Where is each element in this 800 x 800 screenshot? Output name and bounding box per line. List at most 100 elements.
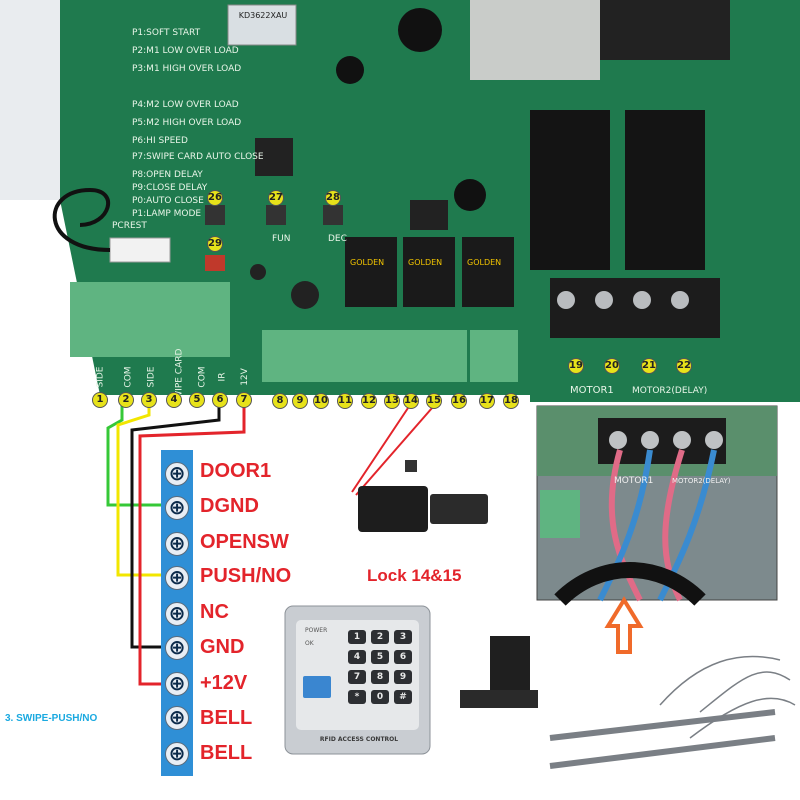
board-menu-item: PCREST (112, 221, 147, 231)
terminal-label-opensw: OPENSW (200, 531, 289, 553)
board-menu-item: P4:M2 LOW OVER LOAD (132, 100, 239, 110)
terminal-block-right (470, 330, 518, 382)
arrow-up-icon (604, 596, 644, 654)
microcontroller-chip (255, 138, 293, 176)
terminal-number: 8 (272, 393, 288, 409)
keypad-key: 6 (394, 650, 412, 664)
wires (106, 400, 433, 686)
keypad-footer: RFID ACCESS CONTROL (319, 736, 399, 743)
relay-brand-3: GOLDEN (467, 258, 502, 267)
red-wire (138, 400, 246, 686)
photo-motor2-label: MOTOR2(DELAY) (672, 477, 731, 485)
board-menu-item: P7:SWIPE CARD AUTO CLOSE (132, 152, 264, 162)
button-29[interactable] (205, 255, 225, 271)
terminal-number: 16 (451, 393, 467, 409)
red-lock-wire-1 (351, 407, 409, 493)
left-block-label: SIDE (95, 366, 106, 388)
terminal-screw-icon: ⊕ (165, 602, 189, 626)
yellow-wire (116, 400, 176, 577)
terminal-screw-icon: ⊕ (165, 532, 189, 556)
left-block-label: SIDE (146, 366, 157, 388)
motor1-label: MOTOR1 (570, 385, 614, 396)
terminal-number: 1 (92, 392, 108, 408)
left-block-label: IR (217, 372, 228, 382)
button-number: 26 (207, 190, 223, 206)
board-menu-item: P1:SOFT START (132, 28, 201, 38)
motor2-label: MOTOR2(DELAY) (632, 386, 708, 396)
keypad-indicator-power: POWER (305, 627, 328, 634)
motor-terminal-number: 19 (568, 358, 584, 374)
terminal-number: 18 (503, 393, 519, 409)
terminal-number: 14 (403, 393, 419, 409)
keypad-key: 5 (371, 650, 389, 664)
left-block-label: COM (123, 366, 134, 388)
keypad-key: 0 (371, 690, 389, 704)
keypad-key: 1 (348, 630, 366, 644)
terminal-number: 15 (426, 393, 442, 409)
terminal-number: 11 (337, 393, 353, 409)
terminal-screw-icon: ⊕ (165, 672, 189, 696)
terminal-number: 17 (479, 393, 495, 409)
linear-actuators (549, 655, 796, 769)
photo-motor1-label: MOTOR1 (614, 476, 654, 486)
left-block-label: 12V (239, 368, 250, 386)
motor-relay-2 (625, 110, 705, 270)
control-board (0, 0, 800, 402)
board-menu-item: P1:LAMP MODE (132, 209, 202, 219)
motor-terminal-number: 22 (676, 358, 692, 374)
button-26[interactable] (205, 205, 225, 225)
board-menu-item: P9:CLOSE DELAY (132, 183, 208, 193)
relay-brand-2: GOLDEN (408, 258, 443, 267)
motor-terminal-number: 20 (604, 358, 620, 374)
keypad-key: 9 (394, 670, 412, 684)
button-dec[interactable] (323, 205, 343, 225)
keypad-key: 8 (371, 670, 389, 684)
keypad-key: * (348, 690, 366, 704)
terminal-number: 7 (236, 392, 252, 408)
keypad-key: 7 (348, 670, 366, 684)
board-menu-item: P8:OPEN DELAY (132, 170, 203, 180)
button-number: 29 (207, 236, 223, 252)
terminal-number: 2 (118, 392, 134, 408)
motor-relay-1 (530, 110, 610, 270)
button-fun[interactable] (266, 205, 286, 225)
relay-2 (403, 237, 455, 307)
chip-label-sticker (227, 4, 297, 46)
terminal-block-middle (262, 330, 467, 382)
motor-wiring-photo (536, 405, 778, 606)
terminal-number: 13 (384, 393, 400, 409)
button-number: 27 (268, 190, 284, 206)
terminal-label-bell-1: BELL (200, 707, 253, 729)
keypad-terminal-strip: ⊕ ⊕ ⊕ ⊕ ⊕ ⊕ ⊕ ⊕ ⊕ (161, 450, 193, 776)
terminal-label-gnd: GND (200, 636, 245, 658)
card-reader-icon (303, 676, 331, 698)
terminal-screw-icon: ⊕ (165, 496, 189, 520)
terminal-screw-icon: ⊕ (165, 566, 189, 590)
lock-caption: Lock 14&15 (367, 566, 462, 585)
keypad-key: # (394, 690, 412, 704)
motor-terminal-number: 21 (641, 358, 657, 374)
black-wire (130, 400, 221, 649)
board-menu-item: P3:M1 HIGH OVER LOAD (132, 64, 242, 74)
terminal-screw-icon: ⊕ (165, 706, 189, 730)
terminal-number: 4 (166, 392, 182, 408)
keypad-key: 2 (371, 630, 389, 644)
gate-bracket (460, 636, 538, 708)
button-label-dec: DEC (328, 234, 347, 244)
relay-3 (462, 237, 514, 307)
swipe-push-caption: 3. SWIPE-PUSH/NO (5, 713, 98, 724)
left-block-label: COM (197, 366, 208, 388)
keypad-key: 3 (394, 630, 412, 644)
board-menu-item: P6:HI SPEED (132, 136, 188, 146)
red-lock-wire-2 (355, 407, 433, 496)
terminal-label-12v: +12V (200, 672, 248, 694)
board-menu-item: P5:M2 HIGH OVER LOAD (132, 118, 242, 128)
terminal-number: 3 (141, 392, 157, 408)
board-menu-item: P0:AUTO CLOSE (132, 196, 204, 206)
terminal-label-door1: DOOR1 (200, 460, 272, 482)
keypad-key: 4 (348, 650, 366, 664)
motor-terminal-block (550, 278, 720, 338)
relay-brand-1: GOLDEN (350, 258, 385, 267)
terminal-block-left (70, 282, 230, 357)
terminal-number: 6 (212, 392, 228, 408)
